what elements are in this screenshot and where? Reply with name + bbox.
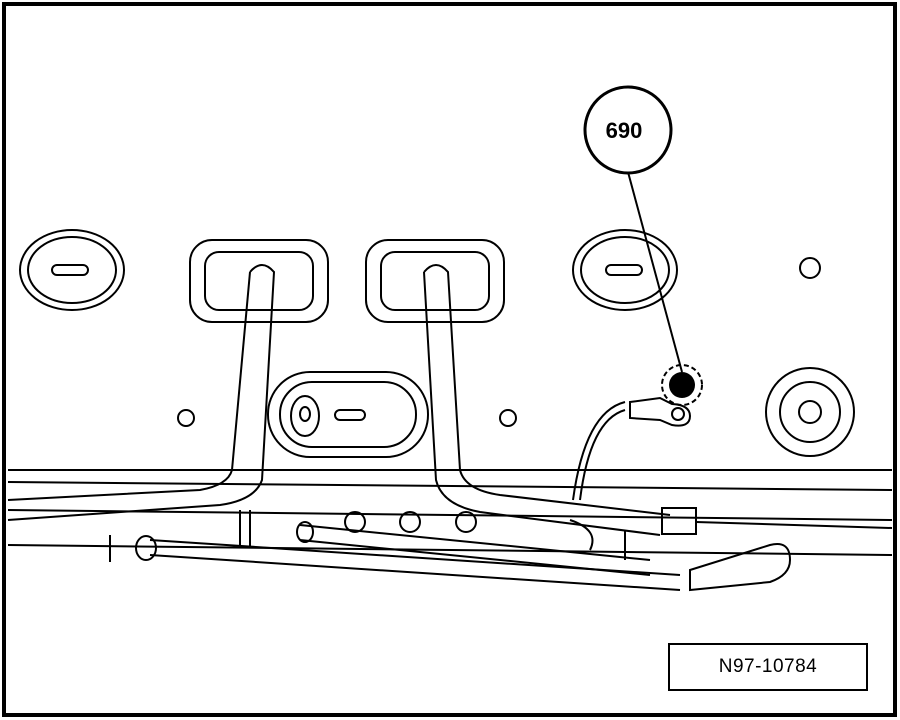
pipe-bundle <box>109 510 681 591</box>
grommet-right <box>365 239 505 323</box>
oval-slot-right <box>572 229 678 311</box>
small-holes <box>177 257 821 427</box>
hose-left <box>7 264 276 521</box>
round-grommet <box>765 367 855 457</box>
figure-reference-code: N97-10784 <box>718 656 818 677</box>
callout-number: 690 <box>606 118 643 143</box>
hose-right <box>423 264 671 536</box>
center-plug <box>267 371 429 458</box>
grommet-left <box>189 239 329 323</box>
figure-reference-label: N97-10784 <box>668 643 868 691</box>
hose-connector <box>661 507 893 592</box>
callout-leader-line <box>627 171 683 373</box>
earth-point-bolt <box>661 364 703 406</box>
oval-slot-left <box>19 229 125 311</box>
callout-bubble: 690 <box>583 85 673 175</box>
